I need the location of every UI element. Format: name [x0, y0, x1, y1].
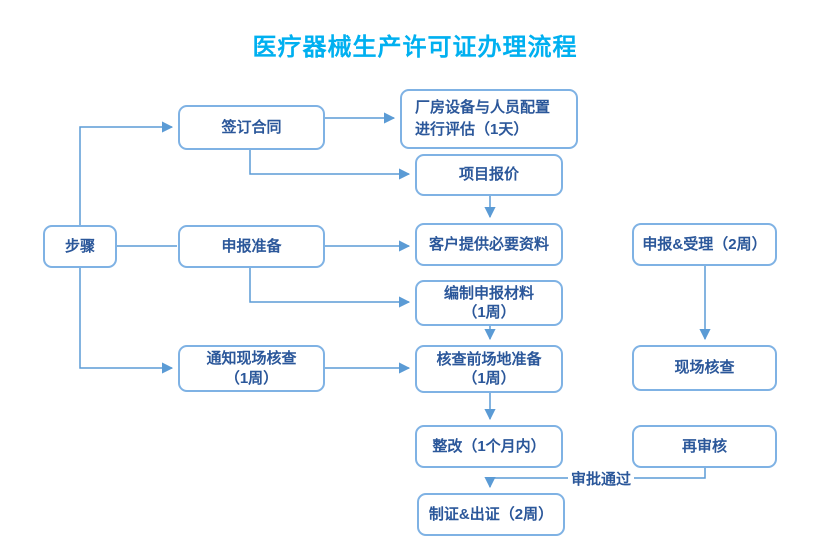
node-client-materials: 客户提供必要资料: [415, 223, 563, 266]
node-re-review: 再审核: [632, 425, 777, 468]
node-steps: 步骤: [43, 225, 117, 268]
node-project-quote: 项目报价: [415, 154, 563, 196]
node-issue-certificate: 制证&出证（2周）: [417, 493, 565, 536]
edge-declare-prep-to-compile-materials: [249, 268, 411, 308]
edge-sign-contract-to-project-quote: [249, 150, 411, 180]
node-site-preparation: 核查前场地准备 （1周）: [415, 345, 563, 393]
edge-steps-to-notify-inspection: [79, 268, 174, 374]
edge-label-approval-passed: 审批通过: [568, 468, 635, 489]
node-declare-prep: 申报准备: [178, 225, 325, 268]
node-onsite-inspection: 现场核查: [632, 345, 777, 391]
node-notify-inspection: 通知现场核查 （1周）: [178, 345, 325, 392]
page-title: 医疗器械生产许可证办理流程: [252, 34, 578, 61]
node-submit-accept: 申报&受理（2周）: [632, 223, 777, 266]
node-rectification: 整改（1个月内）: [415, 425, 563, 468]
edge-steps-to-sign-contract: [79, 121, 174, 225]
node-sign-contract: 签订合同: [178, 105, 325, 150]
node-factory-assessment: 厂房设备与人员配置 进行评估（1天）: [400, 89, 578, 149]
node-compile-materials: 编制申报材料 （1周）: [415, 280, 563, 326]
